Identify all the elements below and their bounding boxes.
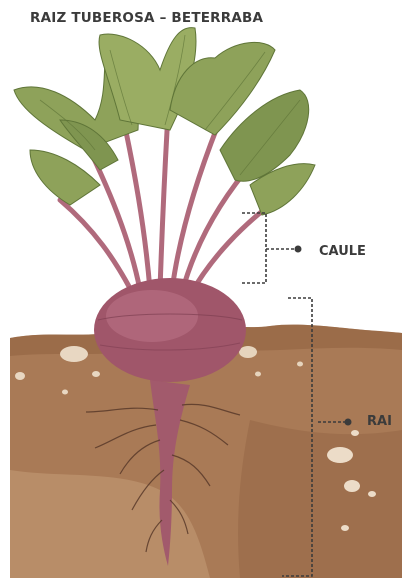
stem-label: CAULE [319,244,366,259]
root-label: RAI [367,414,392,429]
root-pointer-dot [345,419,352,426]
stem-pointer-dot [295,246,302,253]
beet-bulb [94,278,246,382]
diagram-title: RAIZ TUBEROSA – BETERRABA [30,10,263,26]
